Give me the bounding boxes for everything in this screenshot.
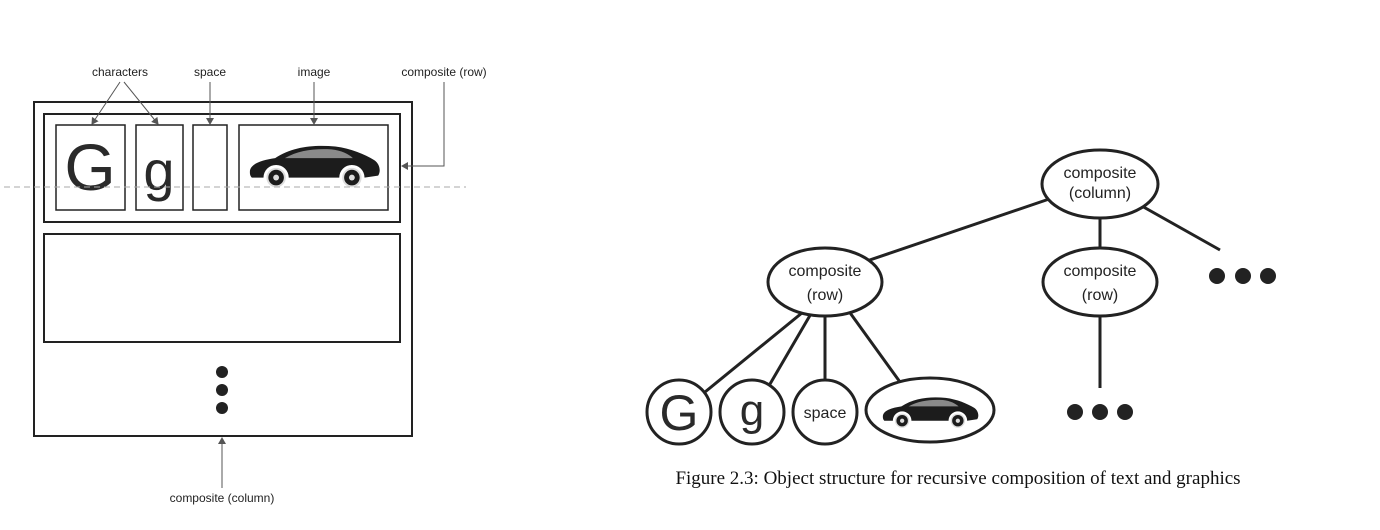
arrow-characters-lower bbox=[123, 81, 159, 125]
svg-text:G: G bbox=[660, 385, 699, 441]
figure-caption: Figure 2.3: Object structure for recursi… bbox=[675, 468, 1240, 489]
row-box bbox=[43, 113, 401, 223]
arrow-composite-row bbox=[401, 82, 445, 170]
node-label-line1: composite bbox=[789, 263, 862, 280]
edge bbox=[1139, 203, 1221, 252]
node-label-line1: composite bbox=[1064, 263, 1137, 280]
node-composite-row-b: composite (row) bbox=[1041, 246, 1159, 318]
empty-row-box bbox=[43, 233, 401, 343]
svg-text:space: space bbox=[804, 405, 847, 422]
label-composite-column: composite (column) bbox=[170, 491, 275, 505]
label-image: image bbox=[298, 65, 331, 79]
node-glyph-lower-g: g bbox=[718, 378, 786, 446]
edge bbox=[704, 306, 809, 394]
svg-text:g: g bbox=[740, 386, 764, 435]
ellipsis-right-bottom bbox=[1067, 404, 1133, 420]
ellipsis-dot bbox=[216, 384, 228, 396]
arrow-characters-upper bbox=[91, 81, 121, 125]
left-diagram: G g characters space image composite (ro… bbox=[4, 65, 487, 505]
ellipsis-right-top bbox=[1209, 268, 1276, 284]
node-label-line2: (column) bbox=[1069, 185, 1131, 202]
space-box bbox=[192, 124, 228, 211]
char-box-lower bbox=[135, 124, 184, 211]
edge bbox=[768, 311, 814, 385]
ellipsis-dot bbox=[216, 402, 228, 414]
node-label-line1: composite bbox=[1064, 165, 1137, 182]
label-composite-row: composite (row) bbox=[401, 65, 486, 79]
label-space: space bbox=[194, 65, 226, 79]
node-composite-column: composite (column) bbox=[1040, 148, 1160, 220]
node-label-line2: (row) bbox=[1082, 287, 1118, 304]
glyph-lower-g: g bbox=[143, 139, 174, 202]
label-characters: characters bbox=[92, 65, 148, 79]
glyph-upper-g: G bbox=[64, 130, 115, 204]
node-space: space bbox=[791, 378, 859, 446]
edge bbox=[854, 194, 1059, 267]
char-box-upper bbox=[55, 124, 126, 211]
right-diagram: composite (column) composite (row) compo… bbox=[645, 148, 1276, 489]
node-image bbox=[864, 376, 996, 444]
car-icon bbox=[248, 144, 381, 188]
node-composite-row-a: composite (row) bbox=[766, 246, 884, 318]
node-label-line2: (row) bbox=[807, 287, 843, 304]
node-glyph-upper-g: G bbox=[645, 378, 713, 446]
image-box bbox=[238, 124, 389, 211]
edge bbox=[846, 309, 902, 383]
ellipsis-dot bbox=[216, 366, 228, 378]
column-box bbox=[33, 101, 413, 437]
